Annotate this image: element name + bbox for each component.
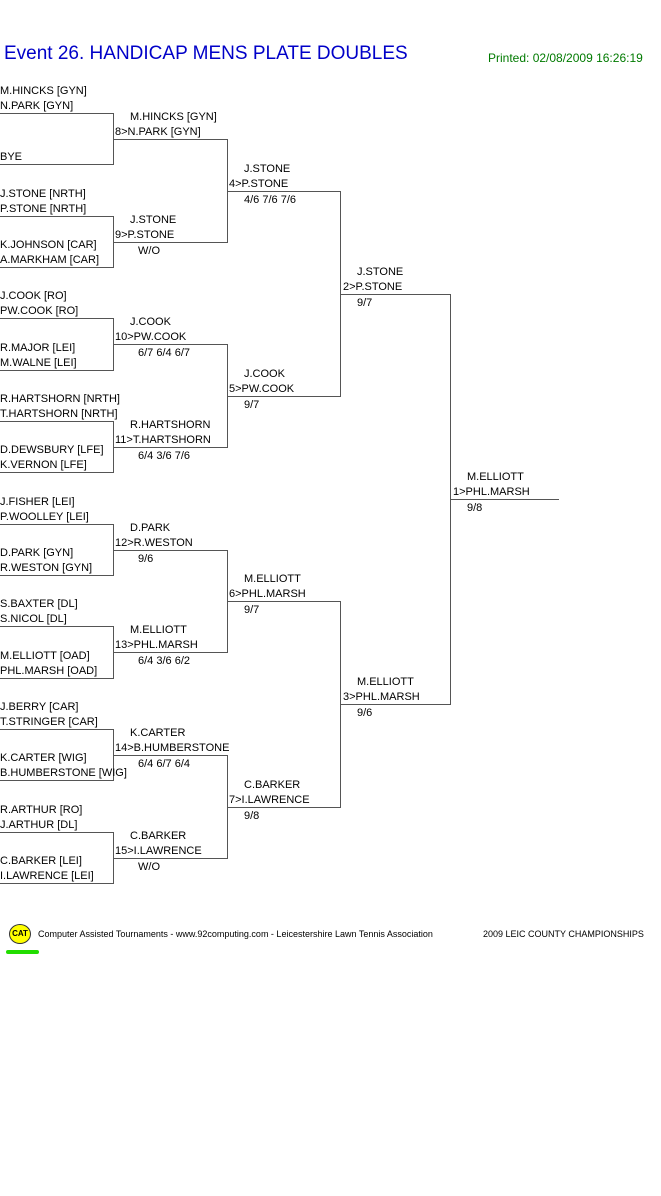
match-score: 9/7 (244, 604, 260, 616)
entry-player-a: K.JOHNSON [CAR] (0, 239, 97, 251)
match-winner-b: 12>R.WESTON (115, 537, 193, 549)
match-winner-b: 9>P.STONE (115, 229, 175, 241)
entry-player-b: M.WALNE [LEI] (0, 357, 77, 369)
match-winner-b: 4>P.STONE (229, 178, 289, 190)
match-winner-a: M.ELLIOTT (130, 624, 187, 636)
entry-player-b: T.HARTSHORN [NRTH] (0, 408, 118, 420)
match-score: 6/4 3/6 6/2 (138, 655, 190, 667)
match-winner-b: 3>PHL.MARSH (343, 691, 420, 703)
entry-player-a: D.PARK [GYN] (0, 547, 74, 559)
page-title: Event 26. HANDICAP MENS PLATE DOUBLES (4, 43, 408, 64)
entry-player-a: R.MAJOR [LEI] (0, 342, 76, 354)
match-score: 9/6 (138, 553, 154, 565)
footer-credit: Computer Assisted Tournaments - www.92co… (38, 929, 433, 939)
entry-player-b: P.WOOLLEY [LEI] (0, 511, 89, 523)
entry-player-a: K.CARTER [WIG] (0, 752, 87, 764)
match-score: 9/7 (357, 297, 373, 309)
entry-player-b: T.STRINGER [CAR] (0, 716, 98, 728)
entry-player-a: M.HINCKS [GYN] (0, 85, 87, 97)
match-winner-a: M.ELLIOTT (357, 676, 414, 688)
entry-player-b: J.ARTHUR [DL] (0, 819, 78, 831)
entry-player-a: M.ELLIOTT [OAD] (0, 650, 90, 662)
match-winner-b: 5>PW.COOK (229, 383, 295, 395)
entry-player-b: A.MARKHAM [CAR] (0, 254, 100, 266)
final-score: 9/8 (467, 502, 483, 514)
entry-player-b: I.LAWRENCE [LEI] (0, 870, 94, 882)
match-winner-b: 11>T.HARTSHORN (115, 434, 211, 446)
footer-event: 2009 LEIC COUNTY CHAMPIONSHIPS (483, 929, 644, 939)
match-winner-a: J.STONE (244, 163, 291, 175)
match-winner-b: 15>I.LAWRENCE (115, 845, 202, 857)
entry-player-a: D.DEWSBURY [LFE] (0, 444, 104, 456)
entry-player-a: J.COOK [RO] (0, 290, 67, 302)
match-score: 6/4 6/7 6/4 (138, 758, 190, 770)
entry-player-a: J.STONE [NRTH] (0, 188, 86, 200)
match-score: 6/7 6/4 6/7 (138, 347, 190, 359)
match-score: 4/6 7/6 7/6 (244, 194, 296, 206)
match-winner-a: M.ELLIOTT (244, 573, 301, 585)
match-winner-a: J.STONE (130, 214, 177, 226)
match-winner-a: R.HARTSHORN (130, 419, 211, 431)
printed-timestamp: Printed: 02/08/2009 16:26:19 (488, 51, 643, 65)
entry-player-a: C.BARKER [LEI] (0, 855, 82, 867)
logo-underline (6, 950, 39, 954)
champion-a: M.ELLIOTT (467, 471, 524, 483)
match-winner-a: D.PARK (130, 522, 171, 534)
entry-player-a: R.ARTHUR [RO] (0, 804, 83, 816)
entry-player-b: K.VERNON [LFE] (0, 459, 87, 471)
match-winner-a: J.COOK (130, 316, 171, 328)
match-winner-a: J.COOK (244, 368, 285, 380)
match-winner-a: K.CARTER (130, 727, 186, 739)
match-winner-b: 7>I.LAWRENCE (229, 794, 310, 806)
entry-player-b: PW.COOK [RO] (0, 305, 79, 317)
entry-player-b: P.STONE [NRTH] (0, 203, 87, 215)
match-winner-a: J.STONE (357, 266, 404, 278)
cat-logo-icon: CAT (9, 924, 31, 944)
match-winner-a: C.BARKER (130, 830, 187, 842)
entry-player-b: N.PARK [GYN] (0, 100, 74, 112)
match-score: W/O (138, 861, 160, 873)
entry-player-b: BYE (0, 151, 23, 163)
match-score: W/O (138, 245, 160, 257)
match-winner-b: 2>P.STONE (343, 281, 403, 293)
entry-player-b: PHL.MARSH [OAD] (0, 665, 98, 677)
match-score: 6/4 3/6 7/6 (138, 450, 190, 462)
match-score: 9/8 (244, 810, 260, 822)
match-winner-a: M.HINCKS [GYN] (130, 111, 217, 123)
entry-player-a: J.FISHER [LEI] (0, 496, 75, 508)
match-winner-b: 10>PW.COOK (115, 331, 187, 343)
entry-player-b: S.NICOL [DL] (0, 613, 67, 625)
entry-player-b: R.WESTON [GYN] (0, 562, 93, 574)
match-winner-b: 14>B.HUMBERSTONE (115, 742, 230, 754)
match-winner-b: 6>PHL.MARSH (229, 588, 306, 600)
entry-player-a: S.BAXTER [DL] (0, 598, 78, 610)
entry-player-a: R.HARTSHORN [NRTH] (0, 393, 120, 405)
entry-player-b: B.HUMBERSTONE [WIG] (0, 767, 127, 779)
match-winner-b: 8>N.PARK [GYN] (115, 126, 201, 138)
match-winner-b: 13>PHL.MARSH (115, 639, 198, 651)
match-score: 9/6 (357, 707, 373, 719)
match-score: 9/7 (244, 399, 260, 411)
match-winner-a: C.BARKER (244, 779, 301, 791)
entry-player-a: J.BERRY [CAR] (0, 701, 79, 713)
champion-b: 1>PHL.MARSH (453, 486, 530, 498)
